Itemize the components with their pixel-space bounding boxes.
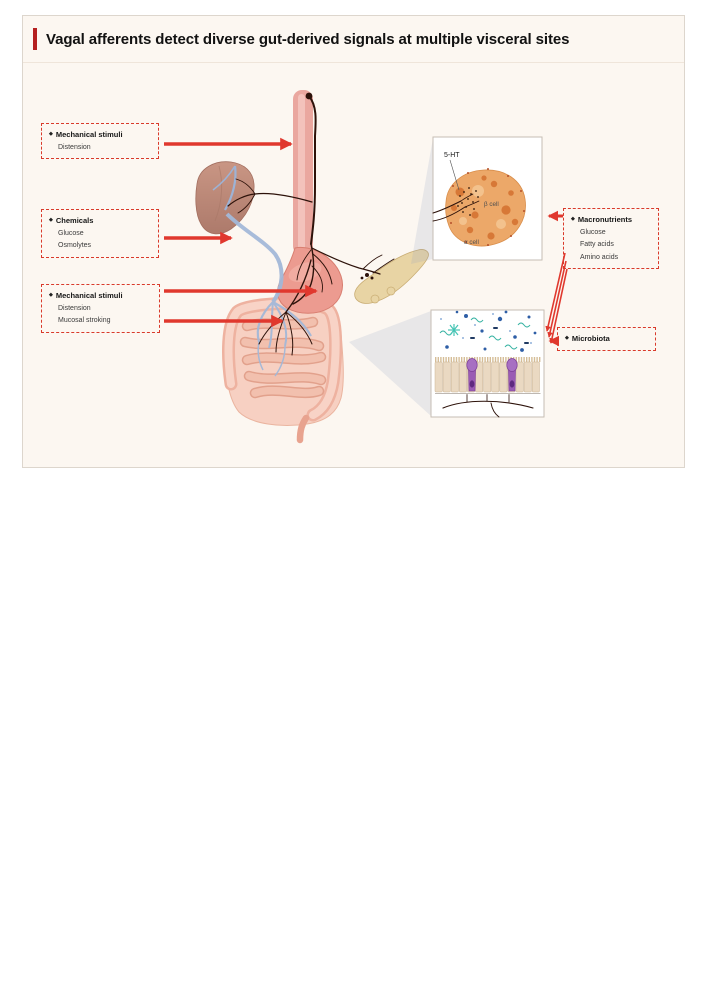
islet-light-patches [459, 185, 506, 229]
label-heading-text: Mechanical stimuli [55, 291, 123, 300]
label-item: Mucosal stroking [58, 317, 111, 325]
label-heading-text: Chemicals [55, 216, 94, 225]
submucosal-nerve [442, 394, 534, 418]
diamond-bullet-icon: ◆ [49, 217, 53, 224]
vagus-nerve [227, 92, 395, 356]
microbe-starburst-icon [448, 324, 460, 336]
arrow-macronutrients-epithelium [545, 252, 566, 332]
diamond-bullet-icon: ◆ [49, 131, 53, 138]
zoom-beams [349, 138, 433, 416]
label-box-mechanical-stimuli-gut: ◆ Mechanical stimuli Distension Mucosal … [41, 284, 160, 333]
beam-gut-epithelium [349, 311, 431, 416]
label-heading: ◆ Chemicals [49, 214, 151, 228]
label-box-mechanical-stimuli-esophagus: ◆ Mechanical stimuli Distension [41, 123, 159, 160]
label-heading-text: Macronutrients [577, 215, 633, 224]
figure-header: Vagal afferents detect diverse gut-deriv… [23, 16, 684, 63]
label-item: Fatty acids [580, 241, 614, 249]
esophagus [293, 90, 313, 255]
enteroendocrine-cell [466, 358, 478, 392]
arrow-macronutrients-epithelium [547, 260, 567, 338]
epithelium-inset [430, 309, 545, 418]
label-item: Distension [58, 304, 91, 312]
islet-inset: 5-HT β cell α cell [432, 136, 543, 261]
label-item: Glucose [58, 229, 84, 237]
label-heading: ◆ Mechanical stimuli [49, 128, 151, 142]
label-heading: ◆ Mechanical stimuli [49, 289, 152, 303]
label-heading-text: Microbiota [571, 334, 610, 343]
label-box-macronutrients: ◆ Macronutrients Glucose Fatty acids Ami… [563, 208, 659, 270]
islet-rim-specks [450, 168, 525, 246]
label-5ht: 5-HT [444, 152, 460, 159]
signal-arrows [164, 137, 568, 347]
microbiota-particles [439, 310, 537, 352]
anatomy-svg: 5-HT β cell α cell [164, 90, 568, 444]
label-box-chemicals: ◆ Chemicals Glucose Osmolytes [41, 209, 159, 258]
figure-panel: Vagal afferents detect diverse gut-deriv… [22, 15, 685, 468]
rectum [296, 414, 310, 444]
label-beta-cell: β cell [484, 201, 499, 208]
label-alpha-cell: α cell [464, 239, 479, 246]
label-heading: ◆ Microbiota [565, 332, 648, 346]
diamond-bullet-icon: ◆ [571, 216, 575, 223]
arrow-macronutrients-epithelium [549, 268, 568, 344]
anatomy-illustration [195, 90, 429, 444]
label-heading: ◆ Macronutrients [571, 213, 651, 227]
diamond-bullet-icon: ◆ [565, 335, 569, 342]
label-item: Amino acids [580, 253, 619, 261]
islet-nerve-fibers [432, 193, 480, 222]
beam-pancreas-islet [411, 138, 433, 264]
title-accent-bar [33, 28, 37, 50]
islet-blob [445, 169, 526, 247]
serotonin-granules [457, 187, 479, 216]
label-pointer-line [449, 159, 460, 191]
liver [195, 161, 255, 235]
label-item: Osmolytes [58, 242, 92, 250]
figure-title: Vagal afferents detect diverse gut-deriv… [46, 30, 570, 48]
diamond-bullet-icon: ◆ [49, 292, 53, 299]
label-box-microbiota: ◆ Microbiota [557, 327, 656, 351]
enteroendocrine-cell [506, 358, 518, 392]
islet-alpha-cells [451, 175, 519, 240]
label-item: Distension [58, 143, 91, 151]
intestines [222, 296, 344, 444]
label-item: Glucose [580, 228, 606, 236]
label-heading-text: Mechanical stimuli [55, 130, 123, 139]
